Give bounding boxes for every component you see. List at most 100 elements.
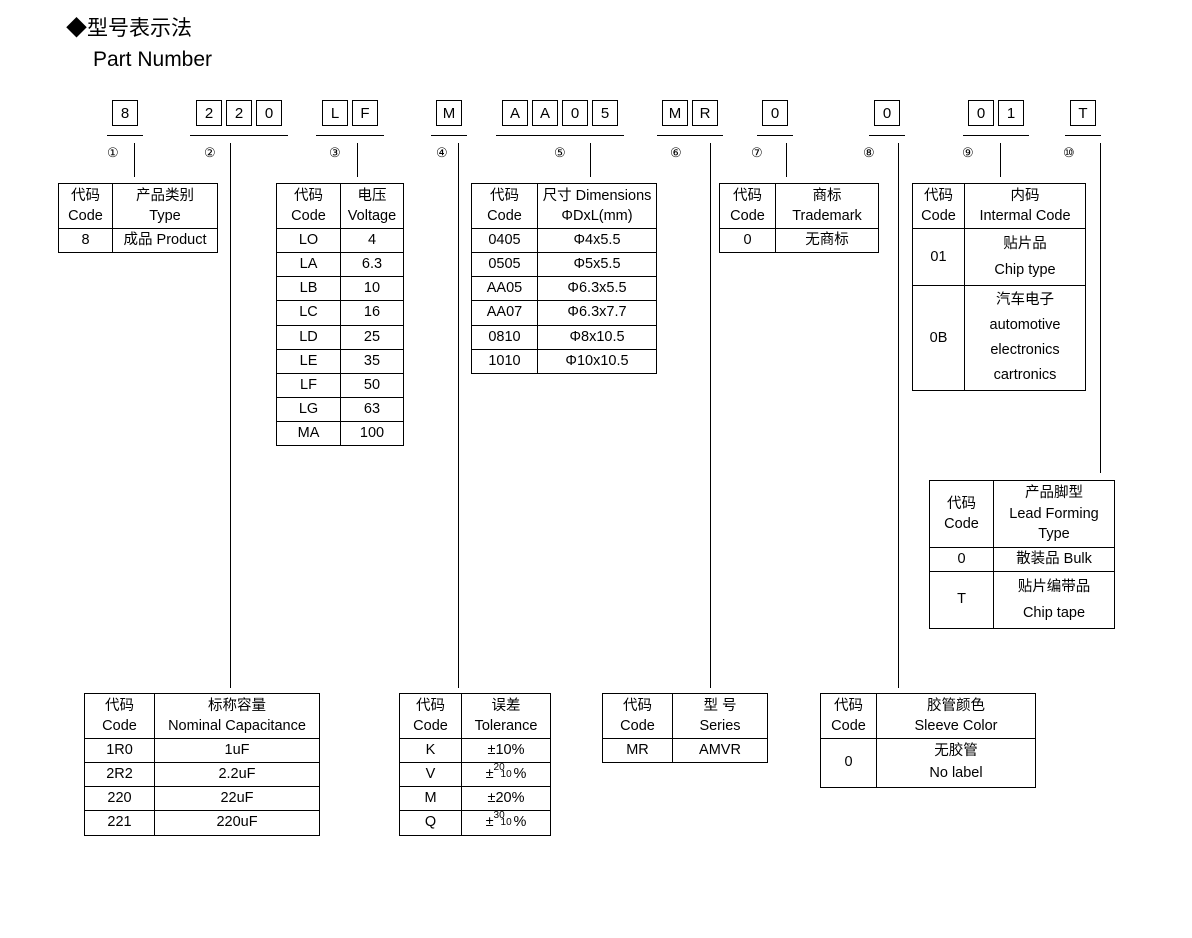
cell-code: 0 (719, 227, 776, 254)
cell-value: 22uF (154, 786, 320, 812)
header-value: 产品脚型 Lead Forming Type (993, 480, 1115, 548)
group-rule (657, 135, 723, 136)
cell-value: Φ6.3x7.7 (537, 300, 657, 326)
header-code: 代码 Code (602, 693, 673, 739)
cell-value: 贴片品 Chip type (964, 227, 1086, 287)
cell-value: Φ4x5.5 (537, 227, 657, 254)
table-row: 代码 Code 商标 Trademark (719, 183, 879, 229)
group-rule (757, 135, 793, 136)
group-index: ① (107, 145, 119, 160)
cell-value: Φ6.3x5.5 (537, 276, 657, 302)
pn-char-box: A (502, 100, 528, 126)
cell-value: 无商标 (775, 227, 879, 254)
header-value: 电压 Voltage (340, 183, 404, 229)
group-index: ⑧ (863, 145, 875, 160)
pn-char-box: F (352, 100, 378, 126)
page-title-cn: ◆型号表示法 (66, 17, 192, 40)
leader-line-8 (898, 143, 899, 688)
table-row: 代码 Code 误差 Tolerance (399, 693, 551, 739)
cell-code: 221 (84, 810, 155, 836)
group-index: ④ (436, 145, 448, 160)
table-row: 代码 Code 标称容量 Nominal Capacitance (84, 693, 320, 739)
cell-code: 8 (58, 227, 113, 254)
cell-value: 汽车电子 automotive electronics cartronics (964, 285, 1086, 391)
cell-value: 成品 Product (112, 227, 218, 254)
cell-value: 63 (340, 396, 404, 423)
pn-char-box: 0 (968, 100, 994, 126)
cell-code: M (399, 786, 462, 812)
pn-char-box: 0 (256, 100, 282, 126)
header-code: 代码 Code (399, 693, 462, 739)
table-row: K ±10% (399, 737, 551, 764)
cell-code: K (399, 737, 462, 764)
pn-char-box: L (322, 100, 348, 126)
table-row: 0 无商标 (719, 227, 879, 254)
table-internal-code: 代码 Code 内码 Intermal Code 01 贴片品 Chip typ… (912, 183, 1086, 391)
cell-value: 4 (340, 227, 404, 254)
table-trademark: 代码 Code 商标 Trademark 0 无商标 (719, 183, 879, 254)
leader-line-6 (710, 143, 711, 688)
cell-code: AA07 (471, 300, 538, 326)
table-row: 0 无胶管 No label (820, 738, 1036, 788)
cell-value: Φ5x5.5 (537, 252, 657, 278)
header-value: 产品类别 Type (112, 183, 218, 229)
table-row: 代码 Code 胶管颜色 Sleeve Color (820, 693, 1036, 739)
table-row: 8 成品 Product (58, 227, 218, 254)
cell-code: LG (276, 396, 341, 423)
table-lead-forming: 代码 Code 产品脚型 Lead Forming Type 0 散装品 Bul… (929, 480, 1115, 630)
header-value: 误差 Tolerance (461, 693, 551, 739)
cell-value: AMVR (672, 737, 768, 764)
cell-code: T (929, 570, 994, 630)
cell-value: 16 (340, 300, 404, 326)
header-value: 商标 Trademark (775, 183, 879, 229)
pn-char-box: 5 (592, 100, 618, 126)
table-row: 代码 Code 内码 Intermal Code (912, 183, 1086, 229)
cell-value: Φ8x10.5 (537, 324, 657, 350)
group-index: ② (204, 145, 216, 160)
cell-code: LA (276, 252, 341, 278)
pn-char-box: 1 (998, 100, 1024, 126)
cell-code: Q (399, 810, 462, 836)
header-code: 代码 Code (929, 480, 994, 548)
cell-code: 0 (929, 546, 994, 572)
group-index: ⑨ (962, 145, 974, 160)
group-rule (869, 135, 905, 136)
cell-code: 0405 (471, 227, 538, 254)
table-row: 代码 Code 型 号 Series (602, 693, 768, 739)
pn-char-box: M (662, 100, 688, 126)
group-index: ⑥ (670, 145, 682, 160)
cell-value: 贴片编带品 Chip tape (993, 570, 1115, 630)
header-code: 代码 Code (276, 183, 341, 229)
pn-char-box: 0 (762, 100, 788, 126)
cell-code: 0B (912, 285, 965, 391)
pn-char-box: 8 (112, 100, 138, 126)
cell-value: 2.2uF (154, 762, 320, 788)
cell-code: LO (276, 227, 341, 254)
cell-value: 6.3 (340, 252, 404, 278)
cell-value: 25 (340, 324, 404, 350)
cell-code: LC (276, 300, 341, 326)
cell-code: LE (276, 348, 341, 374)
leader-line-10 (1100, 143, 1101, 473)
header-code: 代码 Code (58, 183, 113, 229)
cell-code: 1R0 (84, 737, 155, 764)
pn-char-box: 0 (562, 100, 588, 126)
header-code: 代码 Code (719, 183, 776, 229)
leader-line-2 (230, 143, 231, 688)
leader-line-7 (786, 143, 787, 177)
pn-char-box: R (692, 100, 718, 126)
group-rule (1065, 135, 1101, 136)
